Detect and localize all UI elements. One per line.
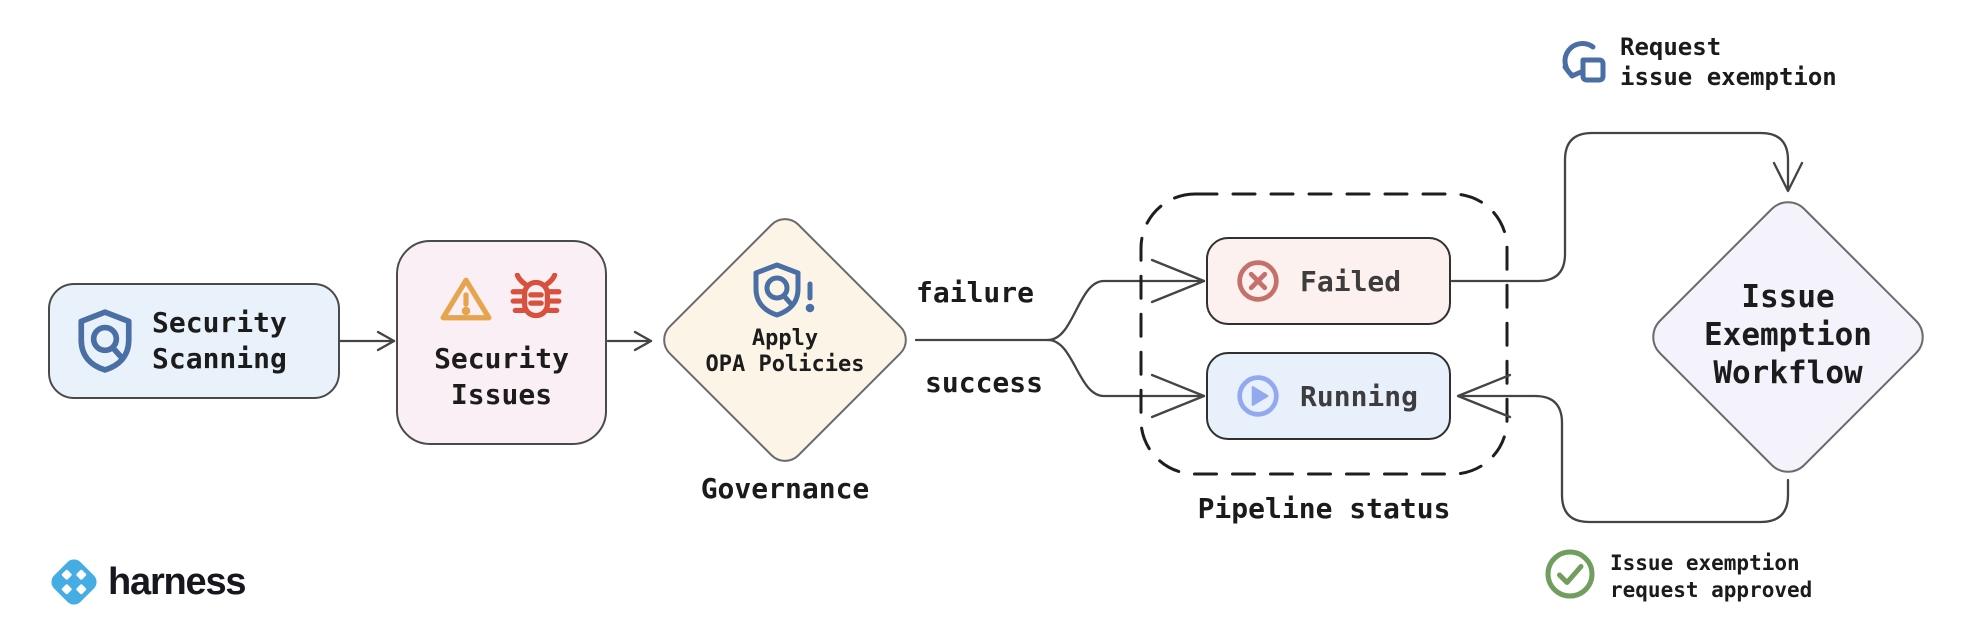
exemption-approved-annotation: Issue exemption request approved xyxy=(1544,548,1812,604)
edge-exemption-to-running xyxy=(1456,373,1790,524)
harness-logo: harness xyxy=(46,554,247,610)
issue-exemption-label: Issue Exemption Workflow xyxy=(1704,279,1872,391)
exemption-approved-text: Issue exemption request approved xyxy=(1610,551,1813,602)
edge-failed-to-exemption xyxy=(1450,131,1804,283)
pipeline-status-caption: Pipeline status xyxy=(1197,492,1451,525)
node-security-issues: Security Issues xyxy=(396,240,607,445)
tap-gesture-icon xyxy=(1562,41,1606,83)
edge-scan-to-issues xyxy=(338,330,396,352)
request-exemption-annotation: Request issue exemption xyxy=(1556,30,1837,92)
failure-edge-label: failure xyxy=(916,276,1035,309)
node-failed: Failed xyxy=(1206,237,1451,325)
governance-caption: Governance xyxy=(700,472,870,505)
node-running: Running xyxy=(1206,352,1451,440)
edge-success-branch xyxy=(1046,338,1206,419)
governance-content: Apply OPA Policies xyxy=(653,238,917,402)
governance-label: Apply OPA Policies xyxy=(705,326,865,377)
node-security-scanning: Security Scanning xyxy=(48,283,340,399)
security-scanning-label: Security Scanning xyxy=(152,306,287,375)
request-exemption-text: Request issue exemption xyxy=(1620,33,1837,91)
circle-play-icon xyxy=(1237,375,1279,417)
harness-logo-icon xyxy=(51,559,97,605)
security-issues-icons xyxy=(440,272,564,325)
edge-failure-branch xyxy=(1046,258,1206,342)
circle-x-icon xyxy=(1237,260,1279,302)
failed-label: Failed xyxy=(1300,264,1402,298)
warning-triangle-icon xyxy=(440,277,491,320)
check-circle-icon xyxy=(1545,549,1595,599)
shield-alert-icon xyxy=(753,262,815,318)
harness-wordmark: harness xyxy=(108,560,247,603)
security-issues-label: Security Issues xyxy=(434,341,569,411)
running-label: Running xyxy=(1300,379,1419,413)
edge-issues-to-governance xyxy=(606,330,653,352)
success-edge-label: success xyxy=(925,366,1044,399)
bug-icon xyxy=(510,272,561,318)
pipeline-status-group-border xyxy=(1139,192,1509,476)
shield-search-icon xyxy=(78,309,132,373)
